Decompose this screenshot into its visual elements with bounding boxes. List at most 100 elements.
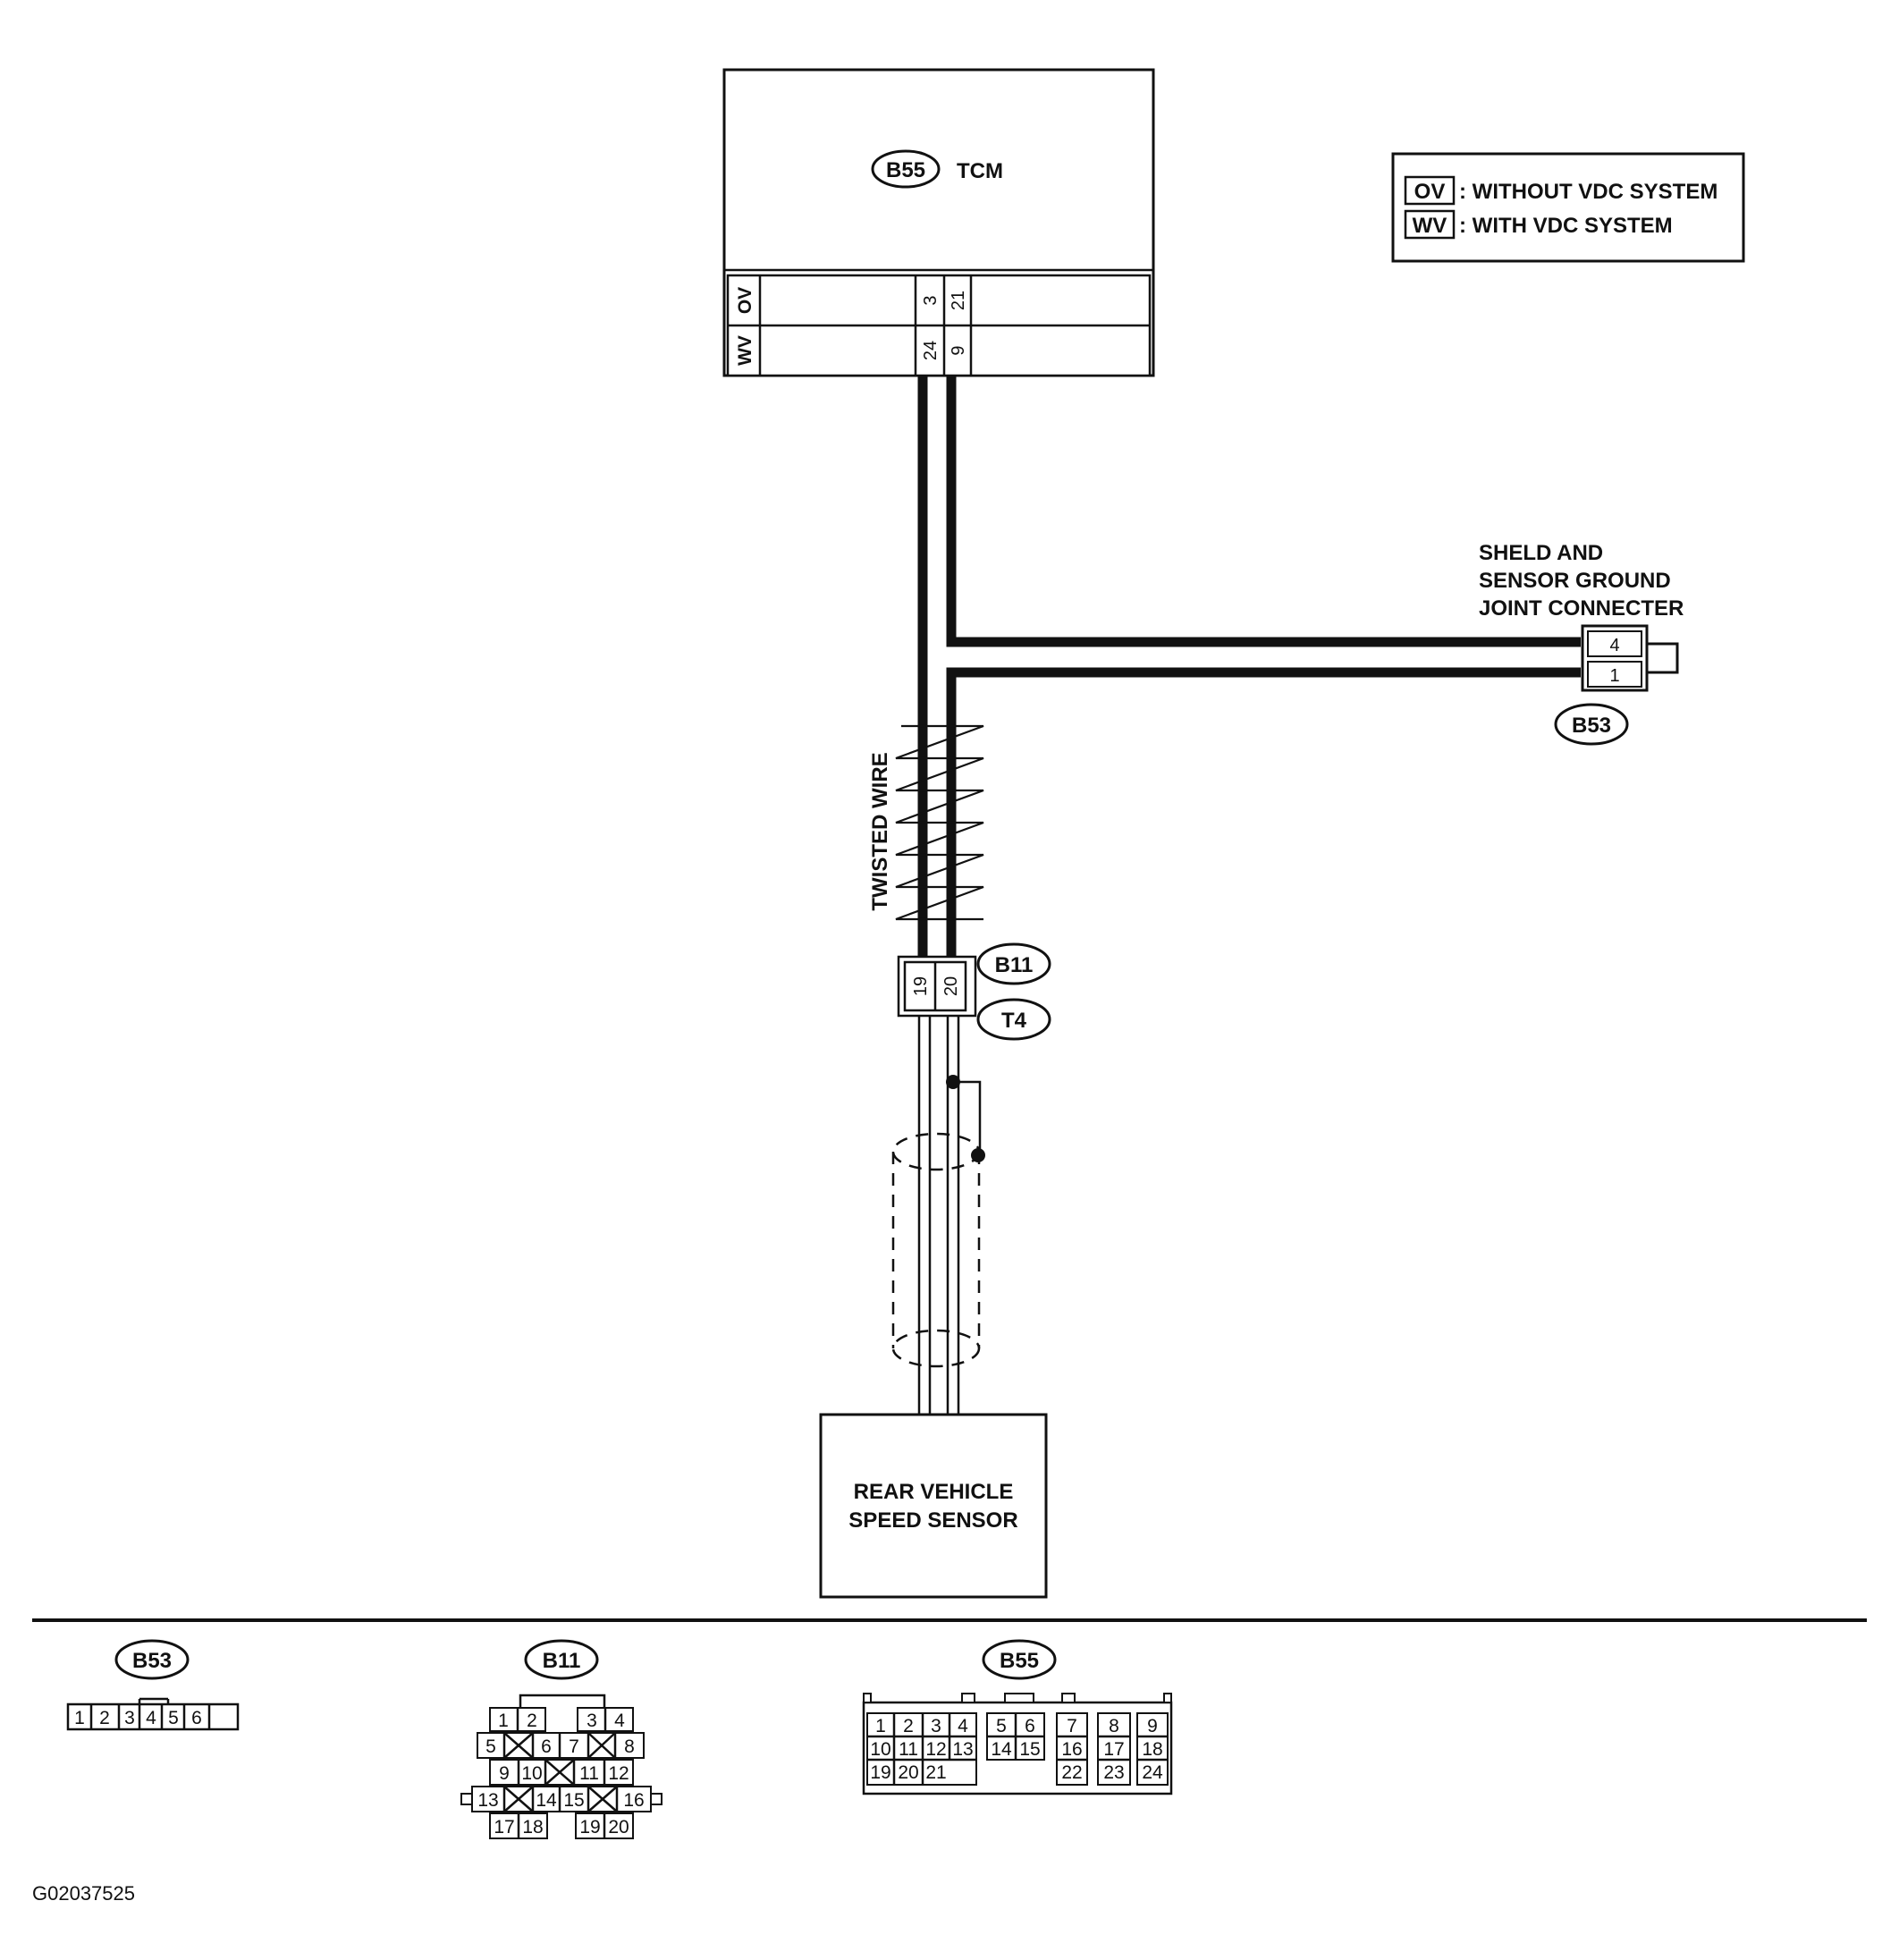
- b53-pin-2: 2: [99, 1708, 110, 1728]
- connector-view-b55: B55 1 2 3 4 10 11 12 13 19 20 21 5 6 14 …: [862, 1639, 1173, 1795]
- sensor-box: [819, 1413, 1048, 1599]
- ground-joint-connector-id: B53: [1572, 714, 1611, 738]
- b55-pin-9: 9: [1147, 1716, 1158, 1736]
- shield-top: [891, 1132, 981, 1171]
- b55-pin-1: 1: [875, 1716, 886, 1736]
- b11-pin-15: 15: [563, 1790, 584, 1811]
- legend-wv-code: WV: [1413, 214, 1447, 238]
- b11-pin-14: 14: [536, 1790, 557, 1811]
- b11-pin-17: 17: [494, 1817, 514, 1838]
- b11-pin-4: 4: [614, 1711, 625, 1731]
- b55-pin-11: 11: [899, 1739, 918, 1760]
- connector-view-b11: B11 1 2 3 4 5 6 7 8 9 10 11 12: [460, 1639, 663, 1839]
- b11-pin-10: 10: [521, 1763, 542, 1784]
- shield-bottom: [891, 1329, 981, 1368]
- b53-pin-1: 1: [74, 1708, 85, 1728]
- b11-pin-1: 1: [498, 1711, 509, 1731]
- b55-pin-3: 3: [931, 1716, 941, 1736]
- b55-pin-7: 7: [1067, 1716, 1077, 1736]
- connector-view-b11-id: B11: [543, 1649, 581, 1673]
- sensor-label-2: SPEED SENSOR: [848, 1508, 1017, 1533]
- b55-pin-6: 6: [1025, 1716, 1035, 1736]
- rear-speed-sensor: REAR VEHICLE SPEED SENSOR: [819, 1413, 1048, 1599]
- b55-pin-13: 13: [952, 1739, 973, 1760]
- b11-pin-18: 18: [522, 1817, 543, 1838]
- tcm-row-wv-code: WV: [735, 335, 755, 366]
- figure-code: G02037525: [32, 1882, 135, 1905]
- legend-ov-desc: : WITHOUT VDC SYSTEM: [1459, 180, 1718, 204]
- shielded-cable: [891, 1016, 985, 1415]
- b55-pin-12: 12: [925, 1739, 946, 1760]
- ground-joint-title-1: SHELD AND: [1479, 541, 1603, 565]
- b11-pin-16: 16: [623, 1790, 644, 1811]
- twisted-wire-coil: [895, 724, 984, 921]
- b11-pin-19: 19: [579, 1817, 600, 1838]
- b55-pin-4: 4: [958, 1716, 968, 1736]
- ground-joint-pin-1: 1: [1609, 666, 1619, 686]
- tcm-label: TCM: [957, 159, 1003, 183]
- b11-pin-20: 20: [608, 1817, 629, 1838]
- b55-pin-15: 15: [1019, 1739, 1040, 1760]
- b55-pin-14: 14: [991, 1739, 1012, 1760]
- tcm-pin-ov-signal: 3: [921, 295, 941, 305]
- b55-pin-20: 20: [898, 1762, 918, 1783]
- b11-pin-11: 11: [579, 1763, 599, 1784]
- connector-view-b53-id: B53: [132, 1649, 172, 1673]
- tcm-pin-wv-signal: 24: [921, 341, 941, 360]
- b55-pin-21: 21: [925, 1762, 946, 1783]
- ground-joint-connector: SHELD AND SENSOR GROUND JOINT CONNECTER …: [1479, 541, 1684, 746]
- tcm-pin-ov-ground: 21: [949, 291, 968, 310]
- b55-pin-22: 22: [1061, 1762, 1082, 1783]
- b11-pin-5: 5: [485, 1736, 496, 1757]
- b11-pin-3: 3: [587, 1711, 597, 1731]
- b55-pin-2: 2: [903, 1716, 914, 1736]
- b53-pin-3: 3: [124, 1708, 135, 1728]
- tcm-unit: B55 TCM OV WV 3 21 24 9: [722, 68, 1155, 377]
- inline-connector-id-t4: T4: [1001, 1009, 1027, 1033]
- b53-pin-6: 6: [191, 1708, 202, 1728]
- legend-ov-code: OV: [1414, 180, 1446, 204]
- b11-pin-6: 6: [541, 1736, 552, 1757]
- tcm-to-ground-joint-wire: [946, 376, 1581, 647]
- shield-splice-dot: [946, 1075, 960, 1089]
- b11-pin-12: 12: [608, 1763, 629, 1784]
- tcm-pin-wv-ground: 9: [949, 345, 968, 355]
- b55-pin-10: 10: [870, 1739, 890, 1760]
- connector-view-b53: B53 1 2 3 4 5 6: [66, 1639, 240, 1731]
- b55-pin-5: 5: [996, 1716, 1007, 1736]
- ground-joint-title-2: SENSOR GROUND: [1479, 569, 1671, 593]
- b11-pin-8: 8: [624, 1736, 635, 1757]
- b55-pin-18: 18: [1142, 1739, 1162, 1760]
- inline-connector-id-b11: B11: [995, 953, 1034, 977]
- harness-wires: TWISTED WIRE: [868, 376, 1581, 957]
- inline-pin-20: 20: [941, 976, 961, 996]
- variant-legend: OV WV : WITHOUT VDC SYSTEM : WITH VDC SY…: [1391, 152, 1745, 263]
- b11-pin-2: 2: [527, 1711, 537, 1731]
- b11-pin-7: 7: [569, 1736, 579, 1757]
- twisted-wire-label: TWISTED WIRE: [868, 752, 892, 910]
- inline-connector: 19 20 B11 T4: [897, 942, 1051, 1041]
- b55-pin-19: 19: [870, 1762, 890, 1783]
- shield-drain-dot: [971, 1148, 985, 1162]
- inline-pin-19: 19: [911, 976, 931, 996]
- b11-pin-9: 9: [499, 1763, 510, 1784]
- b11-pin-13: 13: [477, 1790, 498, 1811]
- tcm-row-ov-code: OV: [735, 287, 755, 314]
- b55-pin-16: 16: [1061, 1739, 1082, 1760]
- b55-pin-17: 17: [1103, 1739, 1124, 1760]
- b55-pin-23: 23: [1103, 1762, 1124, 1783]
- tcm-connector-badge: [871, 149, 941, 189]
- ground-joint-pin-4: 4: [1609, 636, 1619, 655]
- sensor-label-1: REAR VEHICLE: [854, 1480, 1014, 1504]
- ground-joint-to-sensor-wire: [946, 667, 1581, 957]
- b55-pin-24: 24: [1142, 1762, 1163, 1783]
- b53-pin-5: 5: [168, 1708, 179, 1728]
- tcm-connector-id: B55: [886, 158, 925, 182]
- connector-view-b55-id: B55: [1000, 1649, 1039, 1673]
- b53-pin-4: 4: [146, 1708, 156, 1728]
- ground-joint-title-3: JOINT CONNECTER: [1479, 596, 1684, 621]
- legend-wv-desc: : WITH VDC SYSTEM: [1459, 214, 1673, 238]
- legend-box: [1391, 152, 1745, 263]
